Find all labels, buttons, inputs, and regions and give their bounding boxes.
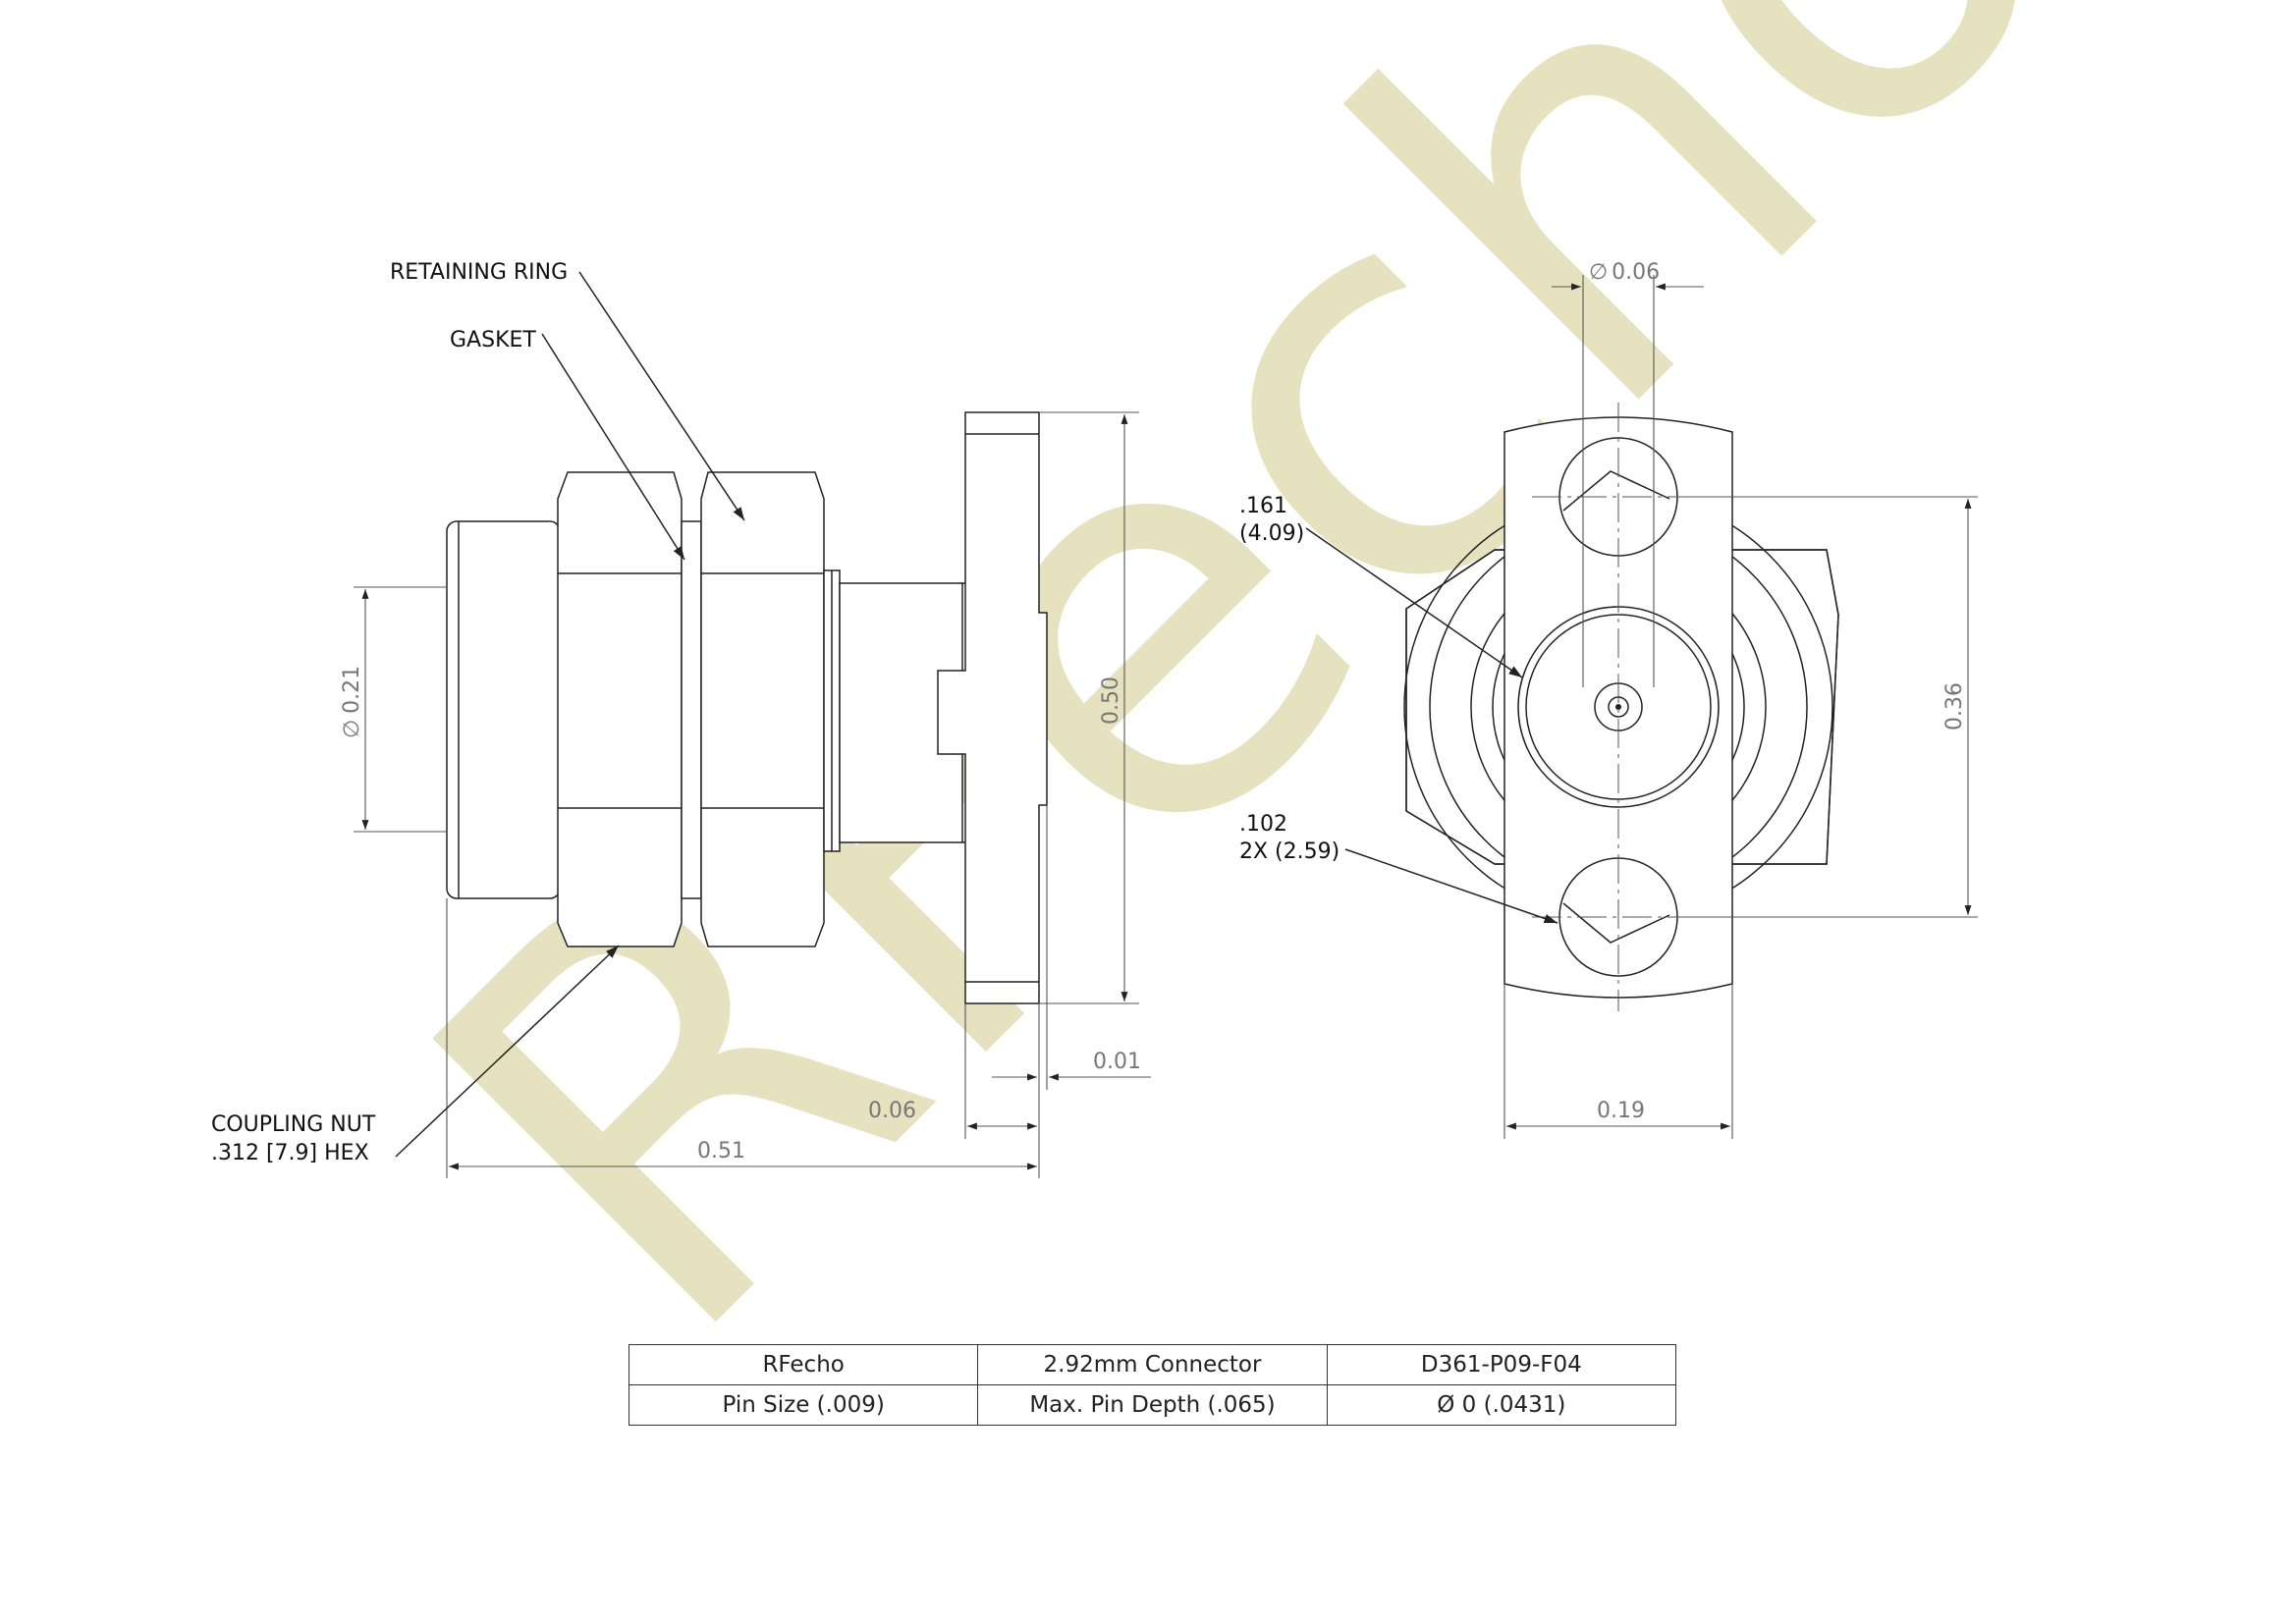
table-cell-brand: RFecho [628, 1344, 979, 1385]
side-view: ∅0.21 0.50 0.01 0.06 0.51 RETAINING RING… [211, 260, 1151, 1178]
front-body-tube [446, 520, 561, 899]
table-cell-connector-type: 2.92mm Connector [977, 1344, 1328, 1385]
coupling-nut [557, 471, 683, 947]
table-cell-pin-depth: Max. Pin Depth (.065) [977, 1384, 1328, 1426]
front-view: ∅0.06 0.36 0.19 .161 (4.09) .102 2X (2.5… [1239, 260, 1978, 1139]
dim-flange-height: 0.50 [1099, 676, 1123, 725]
spec-table: RFecho 2.92mm Connector D361-P09-F04 Pin… [628, 1344, 1677, 1426]
dim-flange-width: 0.19 [1597, 1099, 1645, 1123]
retaining-ring [700, 471, 825, 947]
dim-flange-thickness: 0.06 [868, 1099, 916, 1123]
label-hole-diameter: .102 [1239, 812, 1287, 837]
dim-hole-spacing: 0.36 [1942, 682, 1967, 730]
dim-flange-step: 0.01 [1093, 1050, 1141, 1074]
label-insulator-diameter-mm: (4.09) [1239, 521, 1304, 546]
label-coupling-nut-hex: .312 [7.9] HEX [211, 1141, 369, 1165]
table-cell-pin-size: Pin Size (.009) [628, 1384, 979, 1426]
label-gasket: GASKET [450, 328, 536, 352]
dim-pin-diameter: ∅0.06 [1589, 260, 1660, 285]
label-insulator-diameter: .161 [1239, 494, 1287, 518]
table-cell-part-number: D361-P09-F04 [1326, 1344, 1677, 1385]
gasket [681, 520, 702, 899]
table-row: Pin Size (.009) Max. Pin Depth (.065) Ø … [628, 1384, 1677, 1426]
table-cell-diameter: Ø 0 (.0431) [1326, 1384, 1677, 1426]
label-retaining-ring: RETAINING RING [390, 260, 568, 285]
dim-body-diameter: ∅0.21 [340, 666, 364, 738]
label-hole-diameter-mm: 2X (2.59) [1239, 839, 1339, 864]
label-coupling-nut: COUPLING NUT [211, 1112, 376, 1137]
dim-overall-length: 0.51 [697, 1139, 745, 1163]
table-row: RFecho 2.92mm Connector D361-P09-F04 [628, 1344, 1677, 1385]
